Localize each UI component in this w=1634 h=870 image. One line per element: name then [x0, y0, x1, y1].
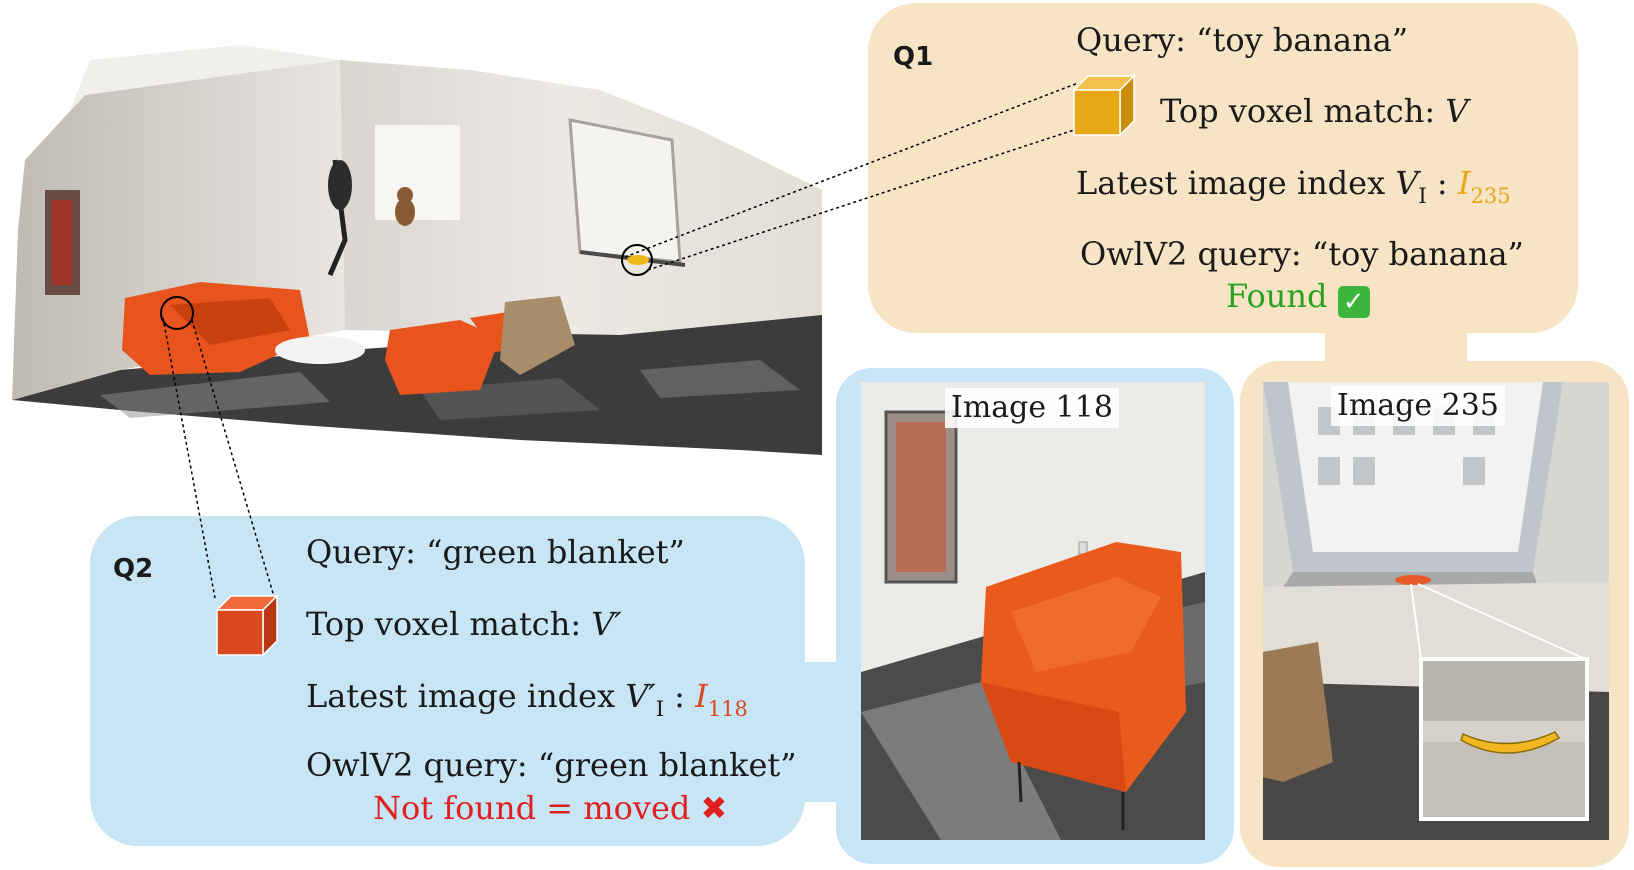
q1-voxel-cube-icon — [1072, 74, 1136, 137]
q1-index-val: I — [1457, 164, 1471, 202]
cross-icon: ✖ — [700, 789, 728, 827]
q2-index-prefix: Latest image index — [306, 677, 626, 715]
q1-result: Found ✓ — [1226, 277, 1370, 318]
banana-zoom-icon — [1460, 731, 1561, 754]
banana-on-sill — [1395, 575, 1431, 585]
q2-voxel-prefix: Top voxel match: — [306, 605, 592, 643]
q1-image-index: Latest image index VI : I235 — [1076, 164, 1511, 215]
q1-query: Query: “toy banana” — [1076, 21, 1409, 59]
q1-result-text: Found — [1226, 277, 1328, 315]
image-118-caption: Image 118 — [945, 388, 1119, 428]
q2-voxel-var: V′ — [591, 605, 622, 643]
q1-label: Q1 — [893, 42, 934, 72]
image-235-illustration — [1263, 382, 1609, 840]
q1-index-var: V — [1395, 164, 1419, 202]
image-235: Image 235 — [1263, 382, 1609, 840]
q2-label: Q2 — [113, 554, 154, 584]
image-118-illustration — [861, 382, 1205, 840]
chair-highlight-circle — [160, 296, 194, 330]
q2-index-var: V′ — [625, 677, 656, 715]
window-left — [375, 125, 460, 220]
q2-index-sep: : — [663, 677, 696, 715]
point-cloud-scene — [12, 45, 822, 455]
q1-index-var-sub: I — [1418, 184, 1427, 208]
q1-voxel-match: Top voxel match: V — [1160, 92, 1468, 130]
paper-bag — [1263, 642, 1333, 782]
q2-result-text: Not found = moved — [373, 789, 691, 827]
orange-armchair-photo — [981, 542, 1186, 830]
q1-voxel-var: V — [1445, 92, 1469, 130]
q2-panel — [90, 516, 805, 846]
image-118: Image 118 — [861, 382, 1205, 840]
q2-index-val: I — [695, 677, 708, 715]
q2-voxel-match: Top voxel match: V′ — [306, 605, 622, 643]
q2-query: Query: “green blanket” — [306, 533, 685, 571]
check-icon: ✓ — [1337, 286, 1370, 318]
q2-owl-query: OwlV2 query: “green blanket” — [306, 746, 797, 784]
window-right — [568, 118, 682, 264]
q2-index-var-sub: I — [655, 697, 664, 721]
image-235-caption: Image 235 — [1331, 386, 1505, 426]
q1-index-val-sub: 235 — [1470, 184, 1511, 208]
banana-highlight-circle — [621, 244, 653, 276]
q1-panel — [868, 3, 1578, 333]
q1-index-prefix: Latest image index — [1076, 164, 1396, 202]
q1-voxel-prefix: Top voxel match: — [1160, 92, 1446, 130]
point-cloud-chair-1 — [122, 282, 310, 375]
q2-index-val-sub: 118 — [707, 697, 748, 721]
q1-connector — [1325, 325, 1467, 365]
q2-result: Not found = moved ✖ — [373, 789, 727, 827]
q2-image-index: Latest image index V′I : I118 — [306, 677, 748, 728]
q1-owl-query: OwlV2 query: “toy banana” — [1080, 235, 1524, 273]
q1-index-sep: : — [1426, 164, 1458, 202]
q2-voxel-cube-icon — [215, 594, 279, 657]
